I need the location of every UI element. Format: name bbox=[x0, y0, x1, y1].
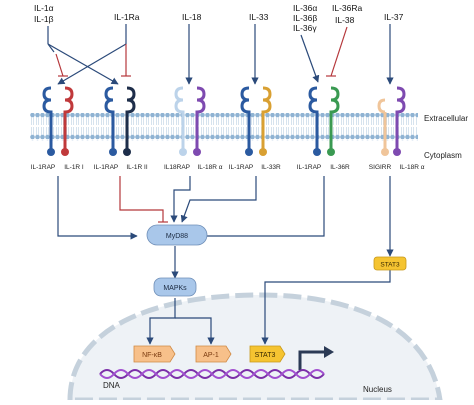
ligand-il38: IL-38 bbox=[335, 15, 355, 25]
receptor-label-r5b: IL-36R bbox=[330, 164, 350, 171]
ligand-il1b: IL-1β bbox=[34, 14, 54, 24]
ap1-node: AP-1 bbox=[195, 345, 232, 363]
receptor-pair-il36 bbox=[308, 86, 340, 156]
dna-label: DNA bbox=[103, 381, 121, 390]
stat3-nuclear-label: STAT3 bbox=[255, 352, 276, 359]
ligand-il1a: IL-1α bbox=[34, 3, 54, 13]
receptor-pair-il33 bbox=[240, 86, 272, 156]
ligand-arrows bbox=[47, 24, 394, 85]
ligand-il18: IL-18 bbox=[182, 12, 202, 22]
ligand-il36b: IL-36β bbox=[293, 13, 317, 23]
mapks-label: MAPKs bbox=[163, 285, 187, 292]
transcription-arrow bbox=[298, 346, 334, 370]
ligand-il37: IL-37 bbox=[384, 12, 404, 22]
cell-membrane bbox=[30, 113, 418, 141]
cytoplasm-label: Cytoplasm bbox=[424, 151, 462, 160]
dna-helix bbox=[99, 369, 325, 379]
signaling-arrows bbox=[57, 176, 394, 345]
receptor-pair-il37 bbox=[377, 86, 406, 156]
receptor-label-r6b: IL-18R α bbox=[399, 164, 424, 171]
extracellular-label: Extracellular bbox=[424, 114, 468, 123]
inhibition-lines bbox=[55, 26, 348, 77]
myd88-node: MyD88 bbox=[146, 224, 208, 246]
nfkb-node: NF-κB bbox=[133, 345, 176, 363]
stat3-label: STAT3 bbox=[380, 262, 400, 269]
receptor-label-r1a: IL-1RAP bbox=[31, 164, 56, 171]
receptor-pair-il18 bbox=[174, 86, 206, 156]
il1r2-inhibition bbox=[119, 176, 168, 223]
ligand-il33: IL-33 bbox=[249, 12, 269, 22]
ap1-label: AP-1 bbox=[203, 352, 219, 359]
receptor-pair-il1r1 bbox=[42, 86, 74, 156]
ligand-il36ra: IL-36Ra bbox=[332, 3, 363, 13]
ligand-il1ra: IL-1Ra bbox=[114, 12, 140, 22]
ligand-il36g: IL-36γ bbox=[293, 23, 317, 33]
receptor-label-r6a: SIGIRR bbox=[369, 164, 392, 171]
ligand-il36a: IL-36α bbox=[293, 3, 317, 13]
receptor-label-r2a: IL-1RAP bbox=[94, 164, 119, 171]
receptor-label-r2b: IL-1R II bbox=[126, 164, 148, 171]
receptor-label-r3a: IL18RAP bbox=[164, 164, 190, 171]
nucleus-label: Nucleus bbox=[363, 385, 392, 394]
receptor-label-r4a: IL-1RAP bbox=[229, 164, 254, 171]
receptor-label-r4b: IL-33R bbox=[261, 164, 281, 171]
nfkb-label: NF-κB bbox=[142, 352, 162, 359]
receptor-label-r1b: IL-1R I bbox=[64, 164, 84, 171]
stat3-cytoplasm-node: STAT3 bbox=[373, 256, 407, 271]
receptor-label-r5a: IL-1RAP bbox=[297, 164, 322, 171]
mapks-node: MAPKs bbox=[153, 277, 197, 297]
myd88-label: MyD88 bbox=[166, 233, 188, 240]
receptor-pair-il1r2 bbox=[104, 86, 136, 156]
receptor-label-r3b: IL-18R α bbox=[197, 164, 222, 171]
stat3-nuclear-node: STAT3 bbox=[249, 345, 286, 363]
